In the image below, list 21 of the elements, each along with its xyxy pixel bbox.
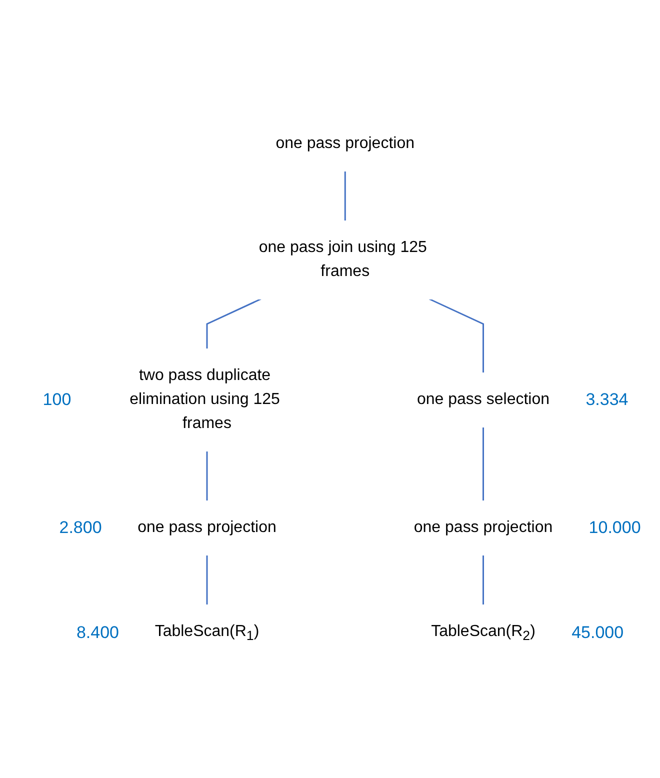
cost-value: 10.000 — [588, 518, 641, 538]
connector — [206, 554, 208, 605]
node-text: two pass duplicate elimination using 125 frames — [130, 366, 280, 432]
node-text: one pass selection — [417, 390, 550, 408]
node-text: one pass projection — [138, 518, 277, 536]
node-text: TableScan(R$_{2}$) — [431, 622, 536, 644]
connector — [429, 298, 484, 373]
cost-value: 45.000 — [572, 622, 624, 643]
cost-value: 3.334 — [586, 390, 628, 410]
node-text: one pass join using 125 frames — [259, 238, 428, 280]
connector — [482, 426, 484, 501]
connector — [344, 170, 346, 221]
cost-value: 8.400 — [76, 622, 119, 643]
node-text: one pass projection — [276, 134, 415, 152]
node-text: one pass projection — [414, 518, 553, 536]
connector — [482, 554, 484, 605]
connector — [206, 298, 262, 349]
node-text: TableScan(R$_{1}$) — [154, 622, 260, 644]
cost-value: 2.800 — [59, 518, 102, 538]
cost-value: 100 — [42, 390, 72, 410]
connector — [206, 450, 208, 501]
